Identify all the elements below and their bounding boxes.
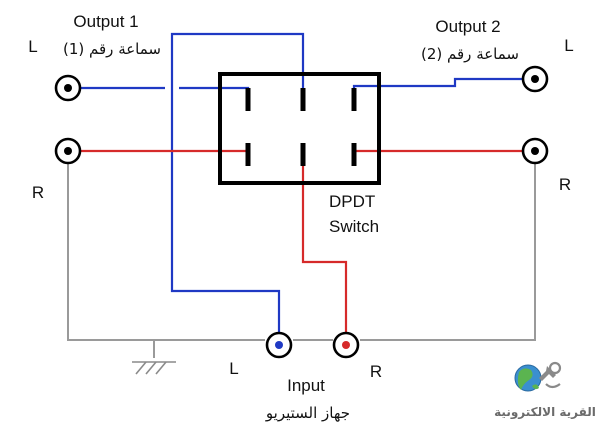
ground-wire-output1 [67, 164, 265, 341]
terminal-output1-r [54, 137, 82, 165]
terminal-output1-l [54, 74, 82, 102]
output1-r-label: R [32, 183, 44, 202]
wire-input-l-to-switch-common [170, 32, 305, 332]
output1-arabic-label: سماعة رقم (1) [63, 40, 161, 58]
wire-input-r-to-switch-common [301, 166, 348, 332]
ground-wire-output2 [360, 164, 536, 341]
output2-arabic-label: سماعة رقم (2) [421, 45, 519, 63]
globe-wrench-icon [514, 361, 562, 392]
input-title: Input [287, 376, 325, 395]
ground-icon [132, 361, 176, 375]
input-l-label: L [229, 359, 238, 378]
dpdt-switch-body [218, 72, 381, 185]
switch-label-line1: DPDT [329, 192, 375, 211]
wire-out1-l-to-switch-b [179, 86, 250, 108]
input-r-label: R [370, 362, 382, 381]
terminal-output2-l [521, 65, 549, 93]
logo-text: القرية الالكترونية [494, 405, 596, 420]
output2-r-label: R [559, 175, 571, 194]
ground-wires [67, 164, 536, 358]
switch-contacts [245, 88, 357, 166]
switch-label-line2: Switch [329, 217, 379, 236]
output1-l-label: L [28, 37, 37, 56]
terminal-output2-r [521, 137, 549, 165]
right-channel-wires [80, 149, 522, 332]
terminal-input-l [265, 331, 293, 359]
terminal-input-r [332, 331, 360, 359]
output1-title: Output 1 [73, 12, 138, 31]
input-arabic-label: جهاز الستيريو [265, 404, 350, 422]
output2-title: Output 2 [435, 17, 500, 36]
site-logo: القرية الالكترونية [494, 361, 596, 420]
output2-l-label: L [564, 36, 573, 55]
